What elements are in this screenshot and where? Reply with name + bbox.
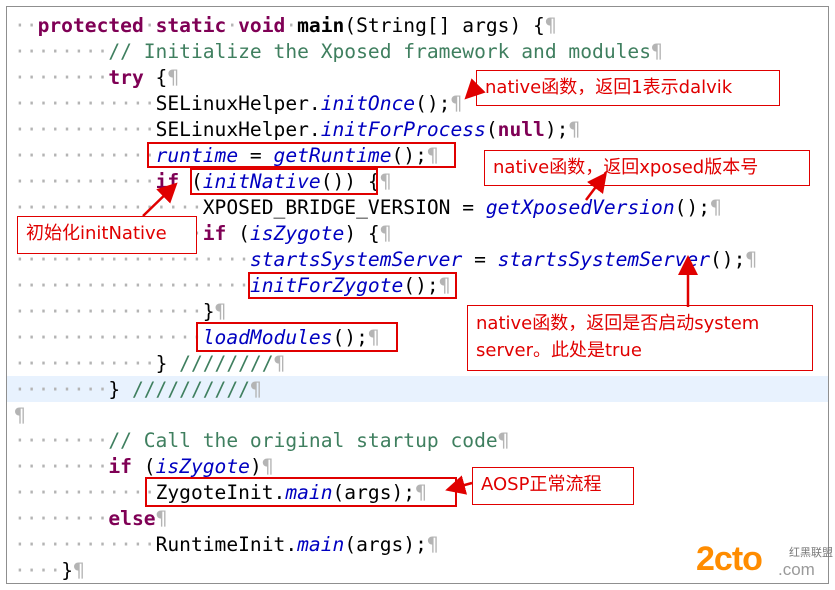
- code-line-7: ············if (initNative()) {¶: [14, 170, 392, 193]
- editor-frame: [6, 6, 829, 584]
- code-line-20: ········else¶: [14, 507, 168, 530]
- callout-xposed-version: native函数，返回xposed版本号: [484, 150, 810, 186]
- code-line-2: ········// Initialize the Xposed framewo…: [14, 40, 663, 63]
- code-line-11: ····················initForZygote();¶: [14, 274, 451, 297]
- code-line-16: ¶: [14, 404, 26, 427]
- code-line-3: ········try {¶: [14, 66, 180, 89]
- code-line-18: ········if (isZygote)¶: [14, 455, 274, 478]
- code-line-14: ············} ////////¶: [14, 352, 286, 375]
- code-line-12: ················}¶: [14, 300, 227, 323]
- callout-aosp: AOSP正常流程: [472, 467, 634, 505]
- watermark-small: 红黑联盟: [789, 547, 833, 559]
- callout-dalvik: native函数，返回1表示dalvik: [476, 70, 780, 106]
- arrow-aosp: [445, 475, 473, 495]
- watermark-suffix: .com: [778, 560, 815, 579]
- code-line-5: ············SELinuxHelper.initForProcess…: [14, 118, 581, 141]
- code-line-15: ········} //////////¶: [14, 378, 262, 401]
- initforzygote-highlight-box: [248, 272, 457, 299]
- initnative-highlight-box: [190, 168, 378, 195]
- code-line-21: ············RuntimeInit.main(args);¶: [14, 533, 439, 556]
- arrow-xposed-version: [585, 172, 607, 201]
- callout-init-native: 初始化initNative: [17, 216, 197, 254]
- code-line-22: ····}¶: [14, 559, 85, 582]
- arrow-dalvik: [464, 78, 486, 100]
- code-line-8: ················XPOSED_BRIDGE_VERSION = …: [14, 196, 722, 219]
- code-line-17: ········// Call the original startup cod…: [14, 429, 510, 452]
- current-line-highlight: [7, 376, 828, 402]
- code-line-19: ············ZygoteInit.main(args);¶: [14, 481, 427, 504]
- watermark-logo: 2cto: [696, 540, 763, 578]
- code-line-1: ··protected·static·void·main(String[] ar…: [14, 14, 557, 37]
- code-line-13: ················loadModules();¶: [14, 326, 380, 349]
- arrow-init-native: [142, 182, 178, 217]
- code-line-6: ············runtime = getRuntime();¶: [14, 144, 439, 167]
- code-line-4: ············SELinuxHelper.initOnce();¶: [14, 92, 463, 115]
- runtime-highlight-box: [147, 142, 456, 168]
- loadmodules-highlight-box: [196, 322, 398, 352]
